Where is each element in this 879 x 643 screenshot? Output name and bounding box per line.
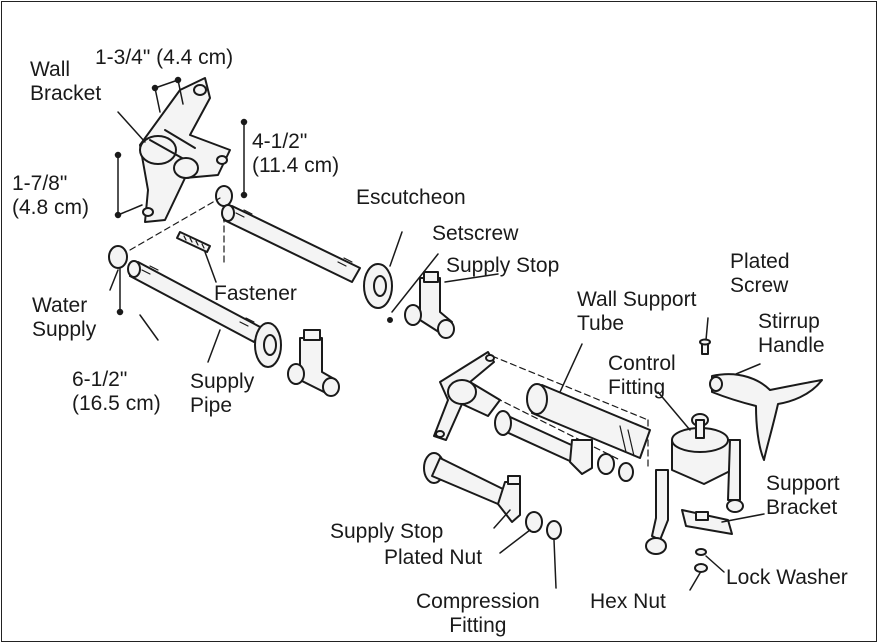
bracket-height-dimension: 4-1/2"(11.4 cm) [252,130,340,177]
setscrew-label: Setscrew [432,222,519,245]
bracket-side-dimension: 1-7/8"(4.8 cm) [12,172,90,219]
upper-supply-stop [404,271,455,339]
fastener-label: Fastener [214,282,297,305]
lower-supply-pipe [127,260,263,343]
stirrup-handle-part [709,373,823,461]
upper-supply-pipe [221,204,361,283]
leader-lines [109,111,765,591]
lower-escutcheon [254,322,282,368]
wall-support-tube-part [526,383,651,459]
lower-right-supply-tube [423,452,562,540]
supply-stop-top-label: Supply Stop [446,254,560,277]
bracket-width-dimension: 1-3/4" (4.4 cm) [95,46,234,69]
wall-bracket-part [139,77,231,223]
lower-washer [108,245,128,269]
hex-nut-part [694,563,708,573]
lower-supply-stop [287,329,340,397]
plated-screw-part [699,338,711,355]
support-bracket-part [681,509,733,535]
fastener-part [176,231,211,253]
pipe-dimension-line [116,267,124,316]
upper-washer [215,185,233,207]
bracket-dimension-lines [114,76,248,219]
second-wall-bracket [433,351,501,441]
lock-washer-label: Lock Washer [726,566,848,589]
middle-supply-tube [494,410,634,482]
upper-escutcheon [363,263,393,309]
plated-nut-label: Plated Nut [384,546,483,569]
supply-stop-bottom-label: Supply Stop [330,520,444,543]
control-fitting-part [645,413,744,555]
lock-washer-part [695,548,707,556]
hex-nut-label: Hex Nut [590,590,666,613]
escutcheon-label: Escutcheon [356,186,466,209]
pipe-length-dimension: 6-1/2"(16.5 cm) [72,368,161,415]
setscrew-part [387,317,393,323]
